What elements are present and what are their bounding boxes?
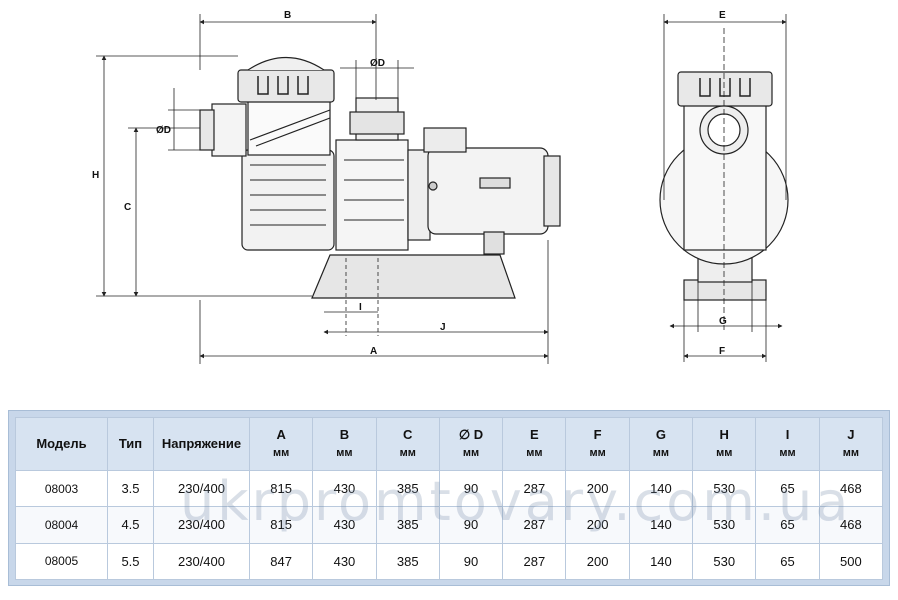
table-cell: 140 bbox=[628, 542, 694, 581]
pump-technical-drawing: B H C ØD ØD I J A E G F bbox=[92, 10, 789, 364]
table-cell: 90 bbox=[438, 542, 504, 581]
table-cell: 287 bbox=[502, 469, 567, 508]
table-cell: 90 bbox=[438, 506, 504, 544]
table-cell: 200 bbox=[565, 506, 630, 544]
table-cell: 230/400 bbox=[153, 469, 250, 508]
dim-label-g: G bbox=[719, 316, 727, 327]
dim-label-e: E bbox=[719, 10, 726, 21]
table-cell: 287 bbox=[502, 506, 567, 544]
header-type: Тип bbox=[107, 417, 154, 471]
table-cell: 65 bbox=[755, 542, 820, 581]
front-lid bbox=[677, 71, 773, 107]
header-model: Модель bbox=[15, 417, 108, 471]
dim-label-c: C bbox=[124, 202, 131, 213]
model-cell: 08004 bbox=[15, 506, 108, 544]
table-cell: 140 bbox=[628, 469, 694, 508]
table-cell: 430 bbox=[312, 469, 377, 508]
table-cell: 230/400 bbox=[153, 506, 250, 544]
motor-body bbox=[427, 147, 549, 235]
table-cell: 468 bbox=[818, 506, 884, 544]
pump-base bbox=[311, 254, 516, 299]
strainer-bowl bbox=[247, 99, 331, 156]
table-cell: 385 bbox=[375, 469, 440, 508]
table-cell: 3.5 bbox=[107, 469, 154, 508]
table-cell: 90 bbox=[438, 469, 504, 508]
dim-label-h: H bbox=[92, 170, 99, 181]
table-cell: 65 bbox=[755, 506, 820, 544]
dim-label-b: B bbox=[284, 10, 291, 21]
table-cell: 847 bbox=[248, 542, 314, 581]
table-cell: 140 bbox=[628, 506, 694, 544]
front-base bbox=[683, 279, 767, 301]
table-cell: 530 bbox=[692, 506, 757, 544]
table-cell: 530 bbox=[692, 542, 757, 581]
dim-label-i: I bbox=[359, 302, 362, 313]
motor-flange bbox=[407, 149, 431, 241]
dim-label-a: A bbox=[370, 346, 377, 357]
terminal-box bbox=[423, 127, 467, 153]
table-cell: 200 bbox=[565, 469, 630, 508]
table-cell: 200 bbox=[565, 542, 630, 581]
table-cell: 385 bbox=[375, 542, 440, 581]
table-cell: 815 bbox=[248, 469, 314, 508]
table-cell: 815 bbox=[248, 506, 314, 544]
table-cell: 287 bbox=[502, 542, 567, 581]
table-cell: 385 bbox=[375, 506, 440, 544]
table-cell: 65 bbox=[755, 469, 820, 508]
inlet-pipe bbox=[211, 103, 247, 157]
dim-label-j: J bbox=[440, 322, 446, 333]
model-cell: 08003 bbox=[15, 469, 108, 508]
table-cell: 468 bbox=[818, 469, 884, 508]
dim-label-d-top: ØD bbox=[370, 58, 385, 69]
model-cell: 08005 bbox=[15, 542, 108, 581]
dim-label-f: F bbox=[719, 346, 725, 357]
table-cell: 500 bbox=[818, 542, 884, 581]
dim-label-d-left: ØD bbox=[156, 125, 171, 136]
header-voltage: Напряжение bbox=[153, 417, 250, 471]
table-cell: 230/400 bbox=[153, 542, 250, 581]
table-cell: 430 bbox=[312, 542, 377, 581]
strainer-lid bbox=[237, 69, 335, 103]
pump-volute bbox=[335, 139, 409, 251]
lid-dome bbox=[247, 56, 325, 71]
table-cell: 430 bbox=[312, 506, 377, 544]
table-cell: 5.5 bbox=[107, 542, 154, 581]
table-cell: 530 bbox=[692, 469, 757, 508]
table-cell: 4.5 bbox=[107, 506, 154, 544]
